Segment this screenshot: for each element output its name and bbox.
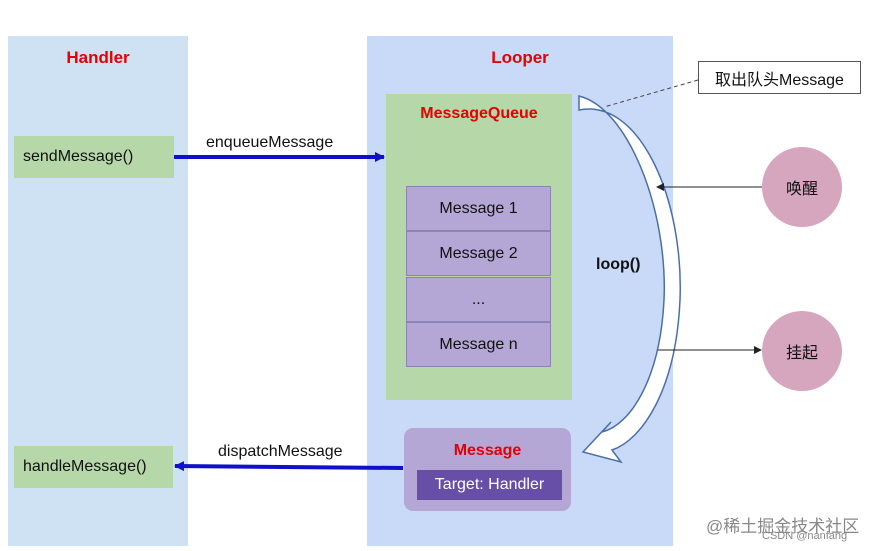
send-message-label: sendMessage() bbox=[23, 148, 134, 165]
wake-circle: 唤醒 bbox=[762, 147, 842, 227]
enqueue-label: enqueueMessage bbox=[206, 134, 334, 151]
dispatch-arrow bbox=[174, 461, 404, 472]
message-title: Message bbox=[453, 442, 522, 459]
watermark: @稀土掘金技术社区 bbox=[706, 517, 860, 536]
message-queue-title: MessageQueue bbox=[420, 105, 538, 122]
message-target: Target: Handler bbox=[417, 470, 562, 500]
dequeue-callout: 取出队头Message bbox=[698, 61, 861, 94]
handle-message-box: handleMessage() bbox=[14, 446, 173, 488]
queue-item: Message 1 bbox=[406, 186, 551, 231]
wake-label: 唤醒 bbox=[785, 181, 818, 198]
dispatch-label: dispatchMessage bbox=[218, 443, 343, 460]
loop-curve-arrow bbox=[578, 95, 681, 464]
loop-label: loop() bbox=[596, 256, 641, 273]
handle-message-label: handleMessage() bbox=[23, 458, 147, 475]
send-message-box: sendMessage() bbox=[14, 136, 174, 178]
handler-title: Handler bbox=[66, 48, 130, 67]
watermark-sub: CSDN @nanfang bbox=[762, 530, 848, 542]
suspend-circle: 挂起 bbox=[762, 311, 842, 391]
message-box: Message Target: Handler bbox=[404, 428, 571, 511]
queue-item: ... bbox=[406, 277, 551, 322]
callout-pointer bbox=[603, 79, 699, 108]
suspend-label: 挂起 bbox=[785, 345, 818, 362]
queue-item: Message n bbox=[406, 322, 551, 367]
queue-item: Message 2 bbox=[406, 231, 551, 276]
looper-title: Looper bbox=[491, 48, 549, 67]
